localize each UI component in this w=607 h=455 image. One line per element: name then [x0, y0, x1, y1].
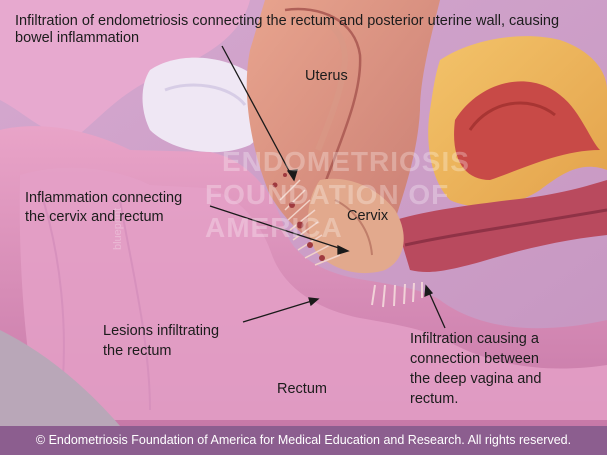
- bladder-fold: [468, 101, 556, 131]
- label-uterus: Uterus: [305, 68, 348, 84]
- bowel-loop: [142, 57, 269, 153]
- cervix: [308, 178, 404, 274]
- rectum-fold: [119, 199, 151, 411]
- vaginal-infiltration: [371, 282, 423, 308]
- endometriosis-lesions: [272, 173, 325, 261]
- pelvic-floor: [0, 330, 120, 426]
- watermark-line: FOUNDATION OF: [205, 179, 450, 210]
- peritoneum-tissue: [0, 0, 250, 140]
- rectum-lumen: [19, 167, 607, 420]
- cervical-canal: [334, 199, 373, 256]
- label-infiltration-line1: Infiltration causing a: [410, 331, 539, 347]
- label-inflammation-line2: the cervix and rectum: [25, 209, 164, 225]
- vagina: [395, 180, 607, 273]
- copyright-footer: © Endometriosis Foundation of America fo…: [0, 426, 607, 455]
- vaginal-canal: [404, 208, 607, 247]
- watermark-line: AMERICA: [205, 212, 343, 243]
- label-lesions-line2: the rectum: [103, 343, 172, 359]
- watermark-line: ENDOMETRIOSIS: [222, 146, 470, 177]
- label-inflammation-line1: Inflammation connecting: [25, 190, 183, 206]
- bowel-fold: [164, 83, 247, 106]
- label-rectum: Rectum: [277, 381, 327, 397]
- label-cervix: Cervix: [347, 208, 389, 224]
- uterine-lining: [304, 16, 349, 152]
- callout-pointers: [209, 45, 446, 329]
- label-rectum-uterine-infiltration: Infiltration of endometriosis connecting…: [15, 13, 560, 46]
- label-infiltration-line3: the deep vagina and: [410, 371, 542, 387]
- label-lesions-line1: Lesions infiltrating: [103, 323, 220, 339]
- label-infiltration-line4: rectum.: [410, 391, 459, 407]
- label-infiltration-line2: connection between: [410, 351, 539, 367]
- uterus-body: [246, 0, 440, 259]
- bladder: [454, 81, 600, 180]
